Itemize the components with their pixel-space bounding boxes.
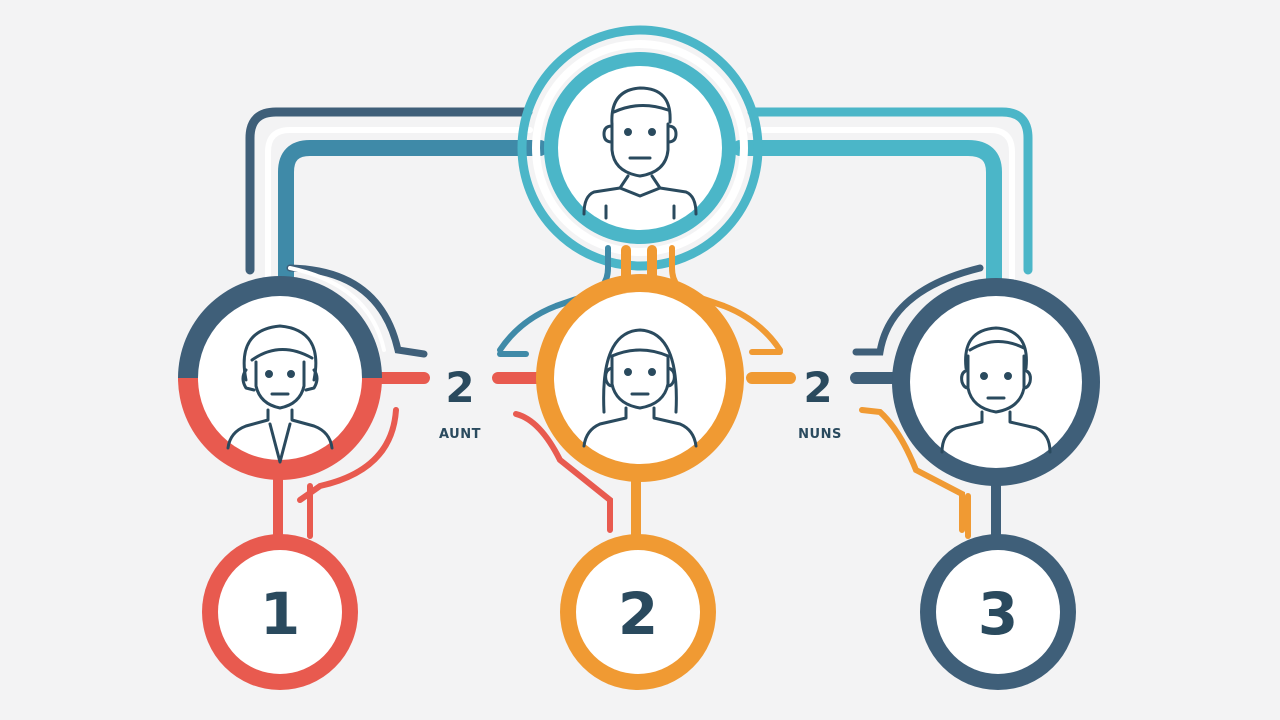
left-person-node xyxy=(178,276,382,480)
left-connector-label: 2 AUNT xyxy=(439,363,481,442)
right-person-node xyxy=(892,278,1100,486)
woman-long-hair-icon xyxy=(582,328,698,448)
top-person-node xyxy=(544,52,736,244)
left-center-links xyxy=(492,351,613,533)
man-collar-icon xyxy=(582,86,698,220)
man-icon xyxy=(940,326,1052,454)
right-connector-value: 2 xyxy=(803,363,832,412)
numbered-circle-1: 1 xyxy=(202,534,358,690)
top-node-ring xyxy=(517,25,763,271)
left-connector-caption: AUNT xyxy=(439,427,481,442)
right-connector-label: 2 NUNS xyxy=(798,363,842,442)
center-right-links xyxy=(746,264,984,533)
right-connector-caption: NUNS xyxy=(798,427,842,442)
woman-short-hair-icon xyxy=(226,324,334,464)
number-stems xyxy=(273,475,1001,545)
center-person-node xyxy=(536,274,744,482)
number-label-3: 3 xyxy=(978,580,1018,648)
numbered-circle-3: 3 xyxy=(920,534,1076,690)
number-label-2: 2 xyxy=(618,580,658,648)
top-connector-lines xyxy=(245,107,1033,293)
number-label-1: 1 xyxy=(260,580,300,648)
numbered-circle-2: 2 xyxy=(560,534,716,690)
left-connector-value: 2 xyxy=(445,363,474,412)
